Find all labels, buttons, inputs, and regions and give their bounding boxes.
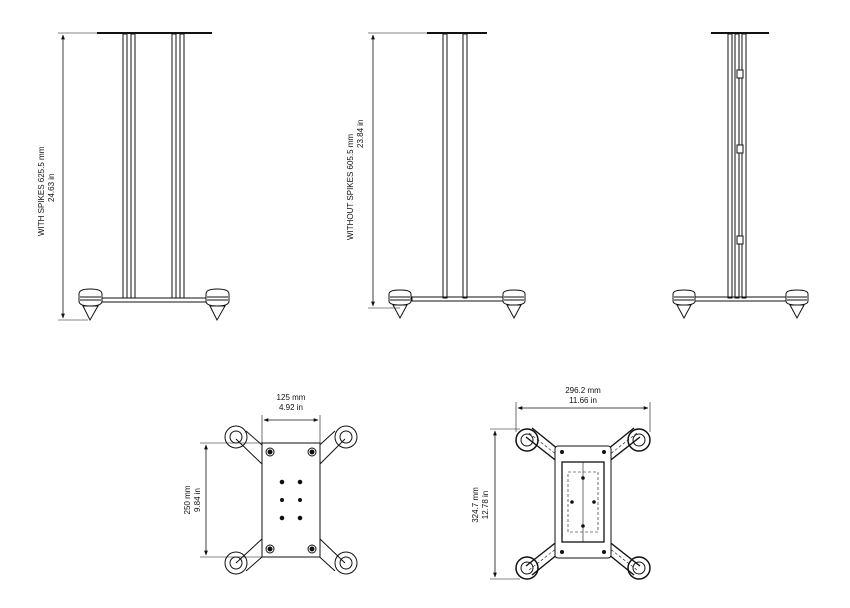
base-width-label-in: 11.66 in [569,396,597,405]
front-right-spike-foot [205,288,230,322]
base-plan-view [490,402,651,580]
side-right-spike-foot [502,289,526,320]
edge-left-spike-foot [672,289,696,320]
base-length-label-in: 12.78 in [481,491,490,519]
side-height-label-mm: WITHOUT SPIKES 605.5 mm [346,134,355,240]
edge-right-spike-foot [785,289,809,320]
side-height-label-in: 23.84 in [356,120,365,148]
side-elevation-view [368,32,526,320]
base-width-label-mm: 296.2 mm [565,386,601,395]
plate-width-label-mm: 125 mm [277,393,306,402]
edge-elevation-view [672,32,809,320]
front-height-label-in: 24.63 in [47,174,56,202]
side-left-spike-foot [388,289,412,320]
base-length-label-mm: 324.7 mm [471,487,480,523]
front-left-spike-foot [78,288,103,322]
plate-length-label-in: 9.84 in [193,488,202,512]
front-elevation-view [58,32,230,322]
plate-length-label-mm: 250 mm [183,485,192,514]
plate-width-label-in: 4.92 in [279,403,303,412]
front-height-label-mm: WITH SPIKES 625.5 mm [37,146,46,236]
top-plate-plan-view [200,415,358,575]
